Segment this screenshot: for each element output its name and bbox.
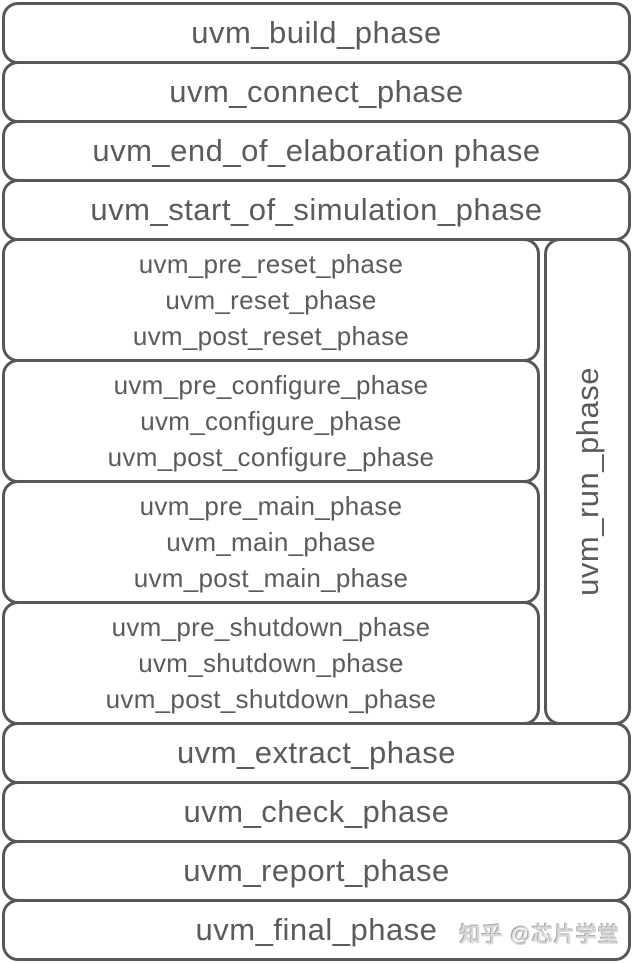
phase-box-start-of-simulation: uvm_start_of_simulation_phase [2,179,631,241]
phase-label-configure: uvm_configure_phase [140,406,402,436]
phase-label-extract: uvm_extract_phase [176,735,457,770]
phase-label-final: uvm_final_phase [195,912,438,947]
phase-box-connect: uvm_connect_phase [2,61,631,123]
phase-label-post-shutdown: uvm_post_shutdown_phase [105,684,437,714]
phase-label-post-reset: uvm_post_reset_phase [132,321,410,351]
phase-box-run: uvm_run_phase [544,238,631,725]
phase-label-pre-reset: uvm_pre_reset_phase [138,249,404,279]
phase-label-start-of-simulation: uvm_start_of_simulation_phase [90,192,543,227]
phase-label-pre-configure: uvm_pre_configure_phase [113,370,429,400]
phase-box-report: uvm_report_phase [2,840,631,902]
phase-label-report: uvm_report_phase [183,853,450,888]
phase-box-check: uvm_check_phase [2,781,631,843]
run-phase-group: uvm_pre_reset_phase uvm_reset_phase uvm_… [2,238,631,725]
phase-label-build: uvm_build_phase [191,15,442,50]
phase-label-reset: uvm_reset_phase [165,285,377,315]
phase-box-end-of-elaboration: uvm_end_of_elaboration phase [2,120,631,182]
phase-box-build: uvm_build_phase [2,2,631,64]
phase-label-main: uvm_main_phase [166,527,376,557]
phase-label-post-configure: uvm_post_configure_phase [107,442,435,472]
phase-box-shutdown-group: uvm_pre_shutdown_phase uvm_shutdown_phas… [2,601,540,725]
phase-box-reset-group: uvm_pre_reset_phase uvm_reset_phase uvm_… [2,238,540,362]
phase-label-end-of-elaboration: uvm_end_of_elaboration phase [92,133,541,168]
phase-label-connect: uvm_connect_phase [169,74,464,109]
phase-label-run-vertical: uvm_run_phase [569,367,605,596]
phase-label-pre-shutdown: uvm_pre_shutdown_phase [111,612,431,642]
phase-label-shutdown: uvm_shutdown_phase [138,648,404,678]
phase-label-pre-main: uvm_pre_main_phase [139,491,403,521]
zhihu-watermark: 知乎 @芯片学堂 [459,924,620,947]
phase-box-final: uvm_final_phase 知乎 @芯片学堂 [2,899,631,961]
phase-label-check: uvm_check_phase [183,794,450,829]
run-sub-phases-column: uvm_pre_reset_phase uvm_reset_phase uvm_… [2,238,540,725]
phase-label-post-main: uvm_post_main_phase [133,563,409,593]
phase-box-configure-group: uvm_pre_configure_phase uvm_configure_ph… [2,359,540,483]
phase-box-main-group: uvm_pre_main_phase uvm_main_phase uvm_po… [2,480,540,604]
phase-box-extract: uvm_extract_phase [2,722,631,784]
